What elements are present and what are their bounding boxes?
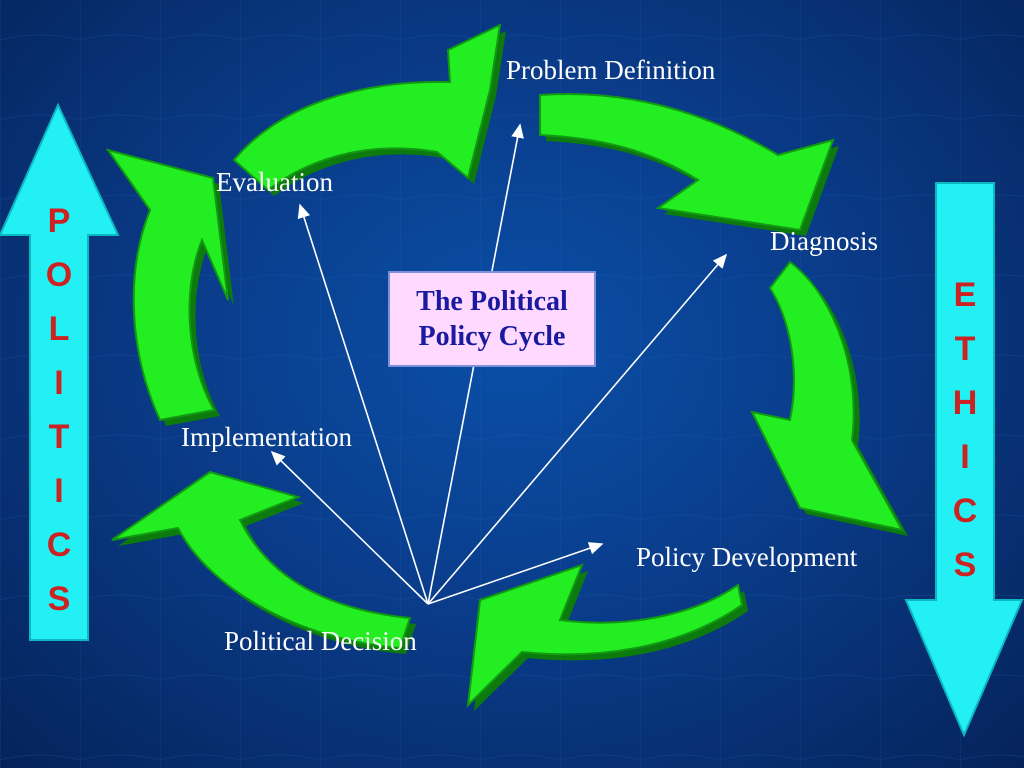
ethics-letters: E T H I C S [944, 268, 986, 592]
stage-label-problem-definition: Problem Definition [506, 55, 716, 85]
politics-letter: S [47, 580, 71, 618]
politics-letter: I [54, 472, 64, 510]
spoke-to-diagnosis [427, 253, 728, 605]
stage-label-evaluation: Evaluation [216, 167, 333, 197]
cycle-arrow-problem-to-diagnosis [539, 93, 839, 236]
ethics-letter: I [960, 438, 970, 476]
ethics-arrow [904, 182, 1024, 738]
cycle-arrow-decision-to-implementation [111, 470, 416, 654]
politics-letter: O [45, 256, 73, 294]
politics-letter: L [48, 310, 70, 348]
stage-label-political-decision: Political Decision [224, 626, 417, 656]
politics-letter: P [47, 202, 71, 240]
spoke-to-policy-development [427, 542, 604, 605]
cycle-title-line-1: The Political [416, 286, 568, 317]
politics-letters: P O L I T I C S [38, 194, 80, 626]
cycle-arrows [105, 23, 908, 711]
cycle-title-box: The Political Policy Cycle [388, 271, 596, 367]
stage-label-diagnosis: Diagnosis [770, 226, 878, 256]
cycle-arrow-evaluation-to-problem [232, 23, 506, 196]
cycle-arrow-development-to-decision [466, 563, 748, 711]
stage-label-policy-development: Policy Development [636, 542, 858, 572]
politics-letter: C [46, 526, 72, 564]
ethics-letter: S [953, 546, 977, 584]
cycle-arrow-implementation-to-evaluation [105, 148, 234, 426]
ethics-letter: E [953, 276, 977, 314]
ethics-letter: T [954, 330, 976, 368]
cycle-arrow-diagnosis-to-development [750, 260, 908, 536]
spoke-to-implementation [270, 450, 429, 605]
cycle-title-line-2: Policy Cycle [418, 321, 566, 352]
stage-label-implementation: Implementation [181, 422, 352, 452]
ethics-letter: C [952, 492, 978, 530]
ethics-letter: H [952, 384, 978, 422]
politics-letter: T [48, 418, 70, 456]
politics-letter: I [54, 364, 64, 402]
politics-arrow [0, 102, 120, 641]
spoke-to-evaluation [297, 203, 429, 605]
